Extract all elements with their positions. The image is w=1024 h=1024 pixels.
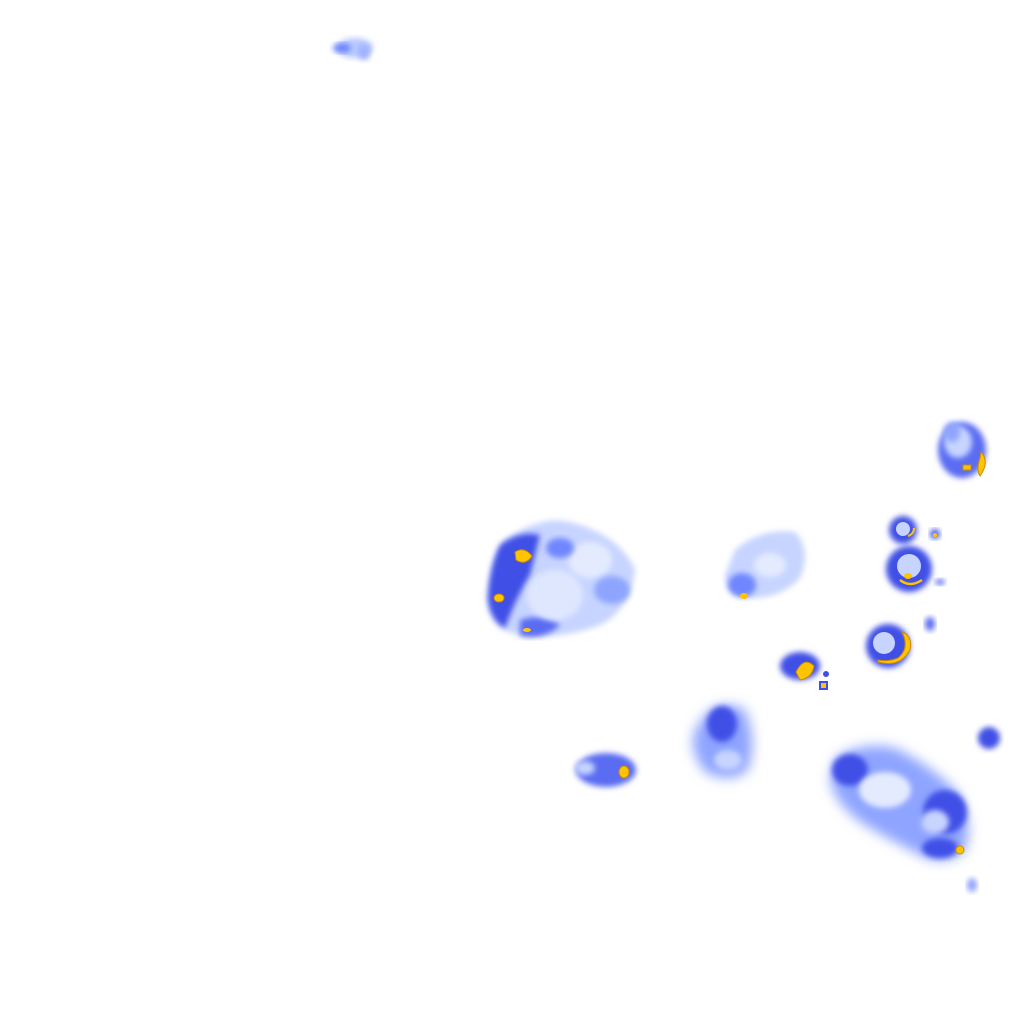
radar-cell [938,422,986,478]
radar-cell [333,38,373,60]
radar-cell [889,516,940,544]
radar-cell [692,705,753,779]
radar-cell [978,727,1000,749]
radar-cell [487,520,635,637]
radar-cell [725,531,805,599]
radar-cell [886,546,945,592]
radar-cell [866,617,935,668]
radar-cell [830,745,977,892]
radar-cell [780,652,829,690]
radar-cell [575,753,636,787]
